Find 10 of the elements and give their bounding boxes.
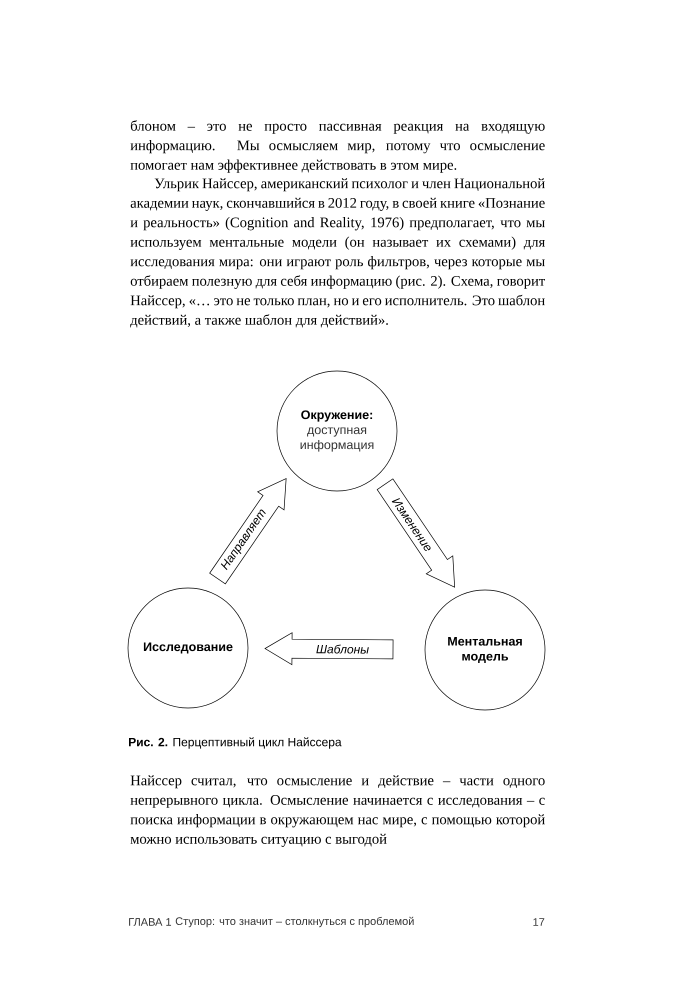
circle-node: Окружение: доступная информация [276,370,398,492]
figure-caption: Рис. 2. Перцептивный цикл Найссера [129,737,342,749]
page-number: 17 [533,918,544,926]
body-paragraph: Ульрик Найссер, американский психолог и член Национальной академии наук, скончавшийся в 2012 году, в своей книге «Познание и реальность» (Cognition and Reality, 1976) предполагает, что мы используем ментальные модели (он называет их схемами) для исследования мира: они играют роль фильтров, через которые мы отбираем полезную для себя информацию (рис. 2). Схема, говорит Найссер, «… это не только план, но и его исполнитель. Это шаблон действий, а также шаблон для действий». [130,178,545,328]
body-paragraph: Найссер считал, что осмысление и действие – части одного непрерывного цикла. Осмысление начинается с исследования – с поиска информации в окружающем нас мире, с помощью которой можно использовать ситуацию с выгодой [130,775,545,847]
circle-node: Ментальная модель [424,590,546,710]
running-footer: ГЛАВА 1 [129,918,172,926]
body-paragraph: блоном – это не просто пассивная реакция на входящую информацию. Мы осмысляем мир, потому что осмысление помогает нам эффективнее действовать в этом мире. [130,120,545,173]
circle-node: Исследование [128,588,248,708]
running-footer: Ступор: что значит – столкнуться с проблемой [176,916,414,928]
